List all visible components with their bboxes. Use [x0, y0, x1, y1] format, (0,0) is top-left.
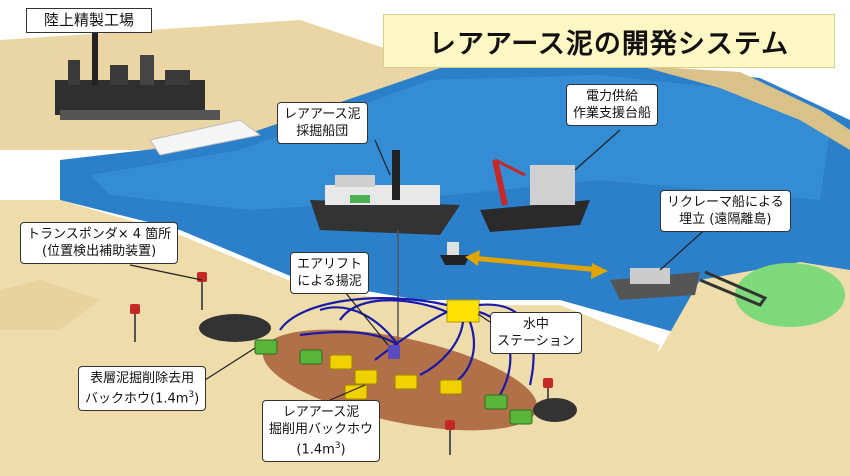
pier: [149, 119, 262, 156]
label-power-ship: 電力供給 作業支援台船: [566, 84, 659, 126]
underwater-station: [446, 299, 480, 323]
leader-lines: [129, 129, 711, 401]
mud-mound-left: [199, 314, 271, 342]
reclaimer-ship: [610, 268, 768, 307]
label-refinery: 陸上精製工場: [26, 8, 152, 33]
label-reclaimer: リクレーマ船による 埋立 (遠隔離島): [660, 190, 791, 232]
power-barge: [480, 158, 590, 232]
label-airlift: エアリフト による揚泥: [290, 252, 370, 294]
tug-boat: [440, 242, 470, 265]
label-mining-fleet: レアアース泥 採掘船団: [277, 102, 368, 144]
reclaimed-land: [735, 263, 845, 327]
label-underwater-station: 水中 ステーション: [490, 312, 582, 354]
pump: [388, 345, 400, 359]
sand-shade: [0, 280, 100, 330]
label-transponder: トランスポンダ× 4 箇所 (位置検出補助装置): [20, 222, 179, 264]
mining-ship: [310, 150, 460, 235]
mud-mound-right: [533, 398, 577, 422]
coast-ridge: [640, 66, 850, 150]
backhoes: [254, 339, 533, 425]
label-mining-backhoe: レアアース泥 掘削用バックホウ (1.4m3): [262, 400, 381, 463]
transponder-posts: [130, 272, 553, 455]
transport-arrow: [465, 250, 608, 279]
label-surface-backhoe: 表層泥掘削除去用 バックホウ(1.4m3): [78, 366, 207, 412]
diagram-title: レアアース泥の開発システム: [383, 14, 835, 68]
refinery-plant: [55, 10, 220, 120]
